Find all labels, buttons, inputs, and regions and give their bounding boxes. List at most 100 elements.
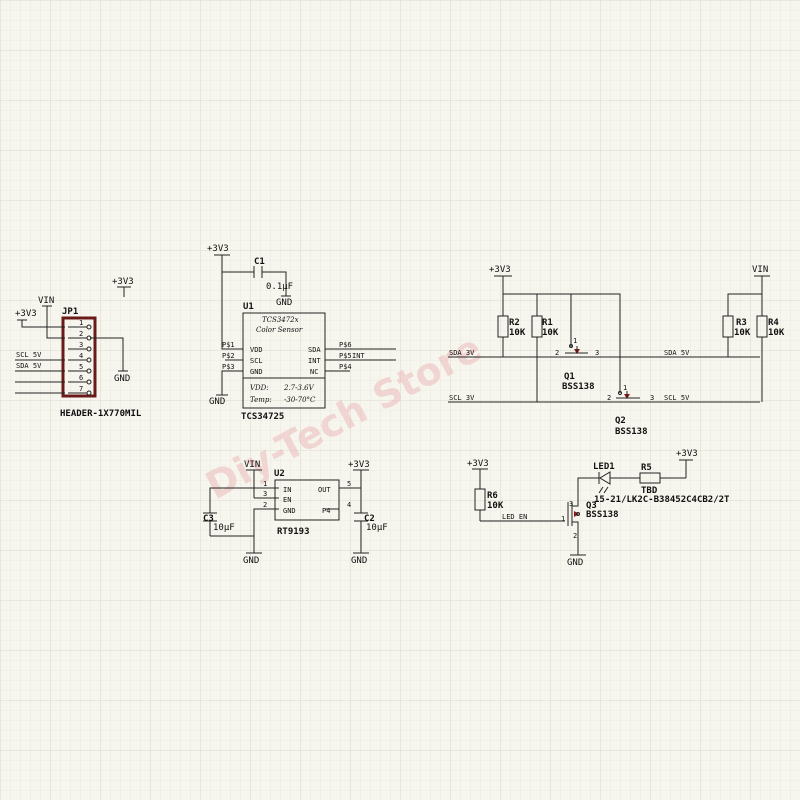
- u1-pad-3: P$3: [222, 363, 235, 371]
- q3-pin-1: 1: [561, 515, 565, 523]
- jp1-v33-label: +3V3: [15, 309, 37, 319]
- svg-text:5: 5: [79, 363, 83, 371]
- u1-title-2: Color Sensor: [256, 326, 303, 334]
- q2-ref: Q2: [615, 416, 626, 426]
- u2-value: RT9193: [277, 527, 310, 537]
- u1-pad-4: P$4: [339, 363, 352, 371]
- c3-capacitor[interactable]: [203, 512, 217, 522]
- isolated-v33-label: +3V3: [112, 277, 134, 287]
- r6-ref: R6: [487, 491, 498, 501]
- r2-ref: R2: [509, 318, 520, 328]
- jp1-header[interactable]: JP1 HEADER-1X770MIL 1 2 3 4 5 6 7: [60, 307, 142, 419]
- svg-text:7: 7: [79, 385, 83, 393]
- ls-v33-label: +3V3: [489, 265, 511, 275]
- svg-text:2: 2: [79, 330, 83, 338]
- led-v33-label-left: +3V3: [467, 459, 489, 469]
- u1-gnd-label: GND: [209, 397, 225, 407]
- led-gnd-label: GND: [567, 558, 583, 568]
- r5-resistor[interactable]: [639, 472, 661, 484]
- scl5-net: SCL 5V: [664, 394, 690, 402]
- u1-pad-6: P$6: [339, 341, 352, 349]
- u2-vin-label: VIN: [244, 460, 260, 470]
- r5-value: TBD: [641, 486, 658, 496]
- c1-capacitor[interactable]: [253, 266, 263, 278]
- jp1-pin-4[interactable]: 4: [68, 352, 92, 363]
- u2-num-1: 1: [263, 480, 267, 488]
- u1-wires: [214, 254, 396, 396]
- u2-chip[interactable]: [274, 479, 340, 521]
- u1-pin-scl: SCL: [250, 357, 263, 365]
- r3-resistor[interactable]: [722, 315, 734, 338]
- u1-pin-sda: SDA: [308, 346, 321, 354]
- jp1-pin-6[interactable]: 6: [68, 374, 92, 385]
- r4-ref: R4: [768, 318, 779, 328]
- u1-pad-5: P$5: [339, 352, 352, 360]
- jp1-ref: JP1: [62, 307, 78, 317]
- u2-gnd-label-right: GND: [351, 556, 367, 566]
- r4-resistor[interactable]: [756, 315, 768, 338]
- u2-pin-out: OUT: [318, 486, 331, 494]
- svg-text:3: 3: [79, 341, 83, 349]
- u2-pin-gnd: GND: [283, 507, 296, 515]
- u2-v33-label: +3V3: [348, 460, 370, 470]
- c1-value: 0.1µF: [266, 282, 293, 292]
- q3-value: BSS138: [586, 510, 619, 520]
- u1-vdd-label: VDD:: [250, 384, 269, 392]
- u1-int-net: INT: [352, 352, 365, 360]
- sda5-net: SDA 5V: [664, 349, 690, 357]
- svg-text:4: 4: [79, 352, 83, 360]
- u1-temp-label: Temp:: [250, 396, 272, 404]
- jp1-body: [61, 316, 97, 398]
- c3-ref: C3: [203, 514, 214, 524]
- q1-value: BSS138: [562, 382, 595, 392]
- c2-capacitor[interactable]: [354, 512, 368, 522]
- u1-body: [242, 312, 326, 409]
- q1-pin-3: 3: [595, 349, 599, 357]
- q2-pin-1: 1: [623, 384, 627, 392]
- jp1-pin-3[interactable]: 3: [68, 341, 92, 352]
- jp1-pin-7[interactable]: 7: [68, 385, 92, 396]
- jp1-vin-label: VIN: [38, 296, 54, 306]
- q1-pin-1: 1: [573, 337, 577, 345]
- u2-wires: [209, 469, 369, 554]
- r3-ref: R3: [736, 318, 747, 328]
- jp1-pin-1[interactable]: 1: [68, 319, 92, 330]
- svg-text:6: 6: [79, 374, 83, 382]
- led1-diode[interactable]: [598, 471, 611, 494]
- r1-resistor[interactable]: [531, 315, 543, 338]
- q3-pin-2: 2: [573, 532, 577, 540]
- q2-pin-2: 2: [607, 394, 611, 402]
- sda3-net: SDA 3V: [449, 349, 475, 357]
- u1-pin-vdd: VDD: [250, 346, 263, 354]
- jp1-gnd-label: GND: [114, 374, 130, 384]
- scl3-net: SCL 3V: [449, 394, 475, 402]
- r1-value: 10K: [542, 328, 559, 338]
- r2-resistor[interactable]: [497, 315, 509, 338]
- u1-chip[interactable]: [242, 312, 326, 409]
- r2-value: 10K: [509, 328, 526, 338]
- c2-value: 10µF: [366, 523, 388, 533]
- ls-vin-label: VIN: [752, 265, 768, 275]
- u2-num-5: 5: [347, 480, 351, 488]
- jp1-pin-5[interactable]: 5: [68, 363, 92, 374]
- r6-resistor[interactable]: [474, 488, 486, 511]
- q3-mosfet[interactable]: [567, 498, 580, 528]
- u1-value: TCS34725: [241, 412, 284, 422]
- u1-v33-label: +3V3: [207, 244, 229, 254]
- c2-ref: C2: [364, 514, 375, 524]
- u1-vdd-value: 2.7-3.6V: [283, 384, 315, 392]
- u1-ref: U1: [243, 302, 254, 312]
- led-driver-wires: [472, 459, 693, 556]
- q1-mosfet[interactable]: [565, 344, 588, 358]
- q2-mosfet[interactable]: [614, 391, 642, 403]
- led1-ref: LED1: [593, 462, 615, 472]
- c1-gnd-label: GND: [276, 298, 292, 308]
- u2-num-2: 2: [263, 501, 267, 509]
- u1-pin-gnd: GND: [250, 368, 263, 376]
- c1-ref: C1: [254, 257, 265, 267]
- q3-ref: Q3: [586, 501, 597, 511]
- u1-pad-1: P$1: [222, 341, 235, 349]
- u1-title-1: TCS3472x: [262, 316, 299, 324]
